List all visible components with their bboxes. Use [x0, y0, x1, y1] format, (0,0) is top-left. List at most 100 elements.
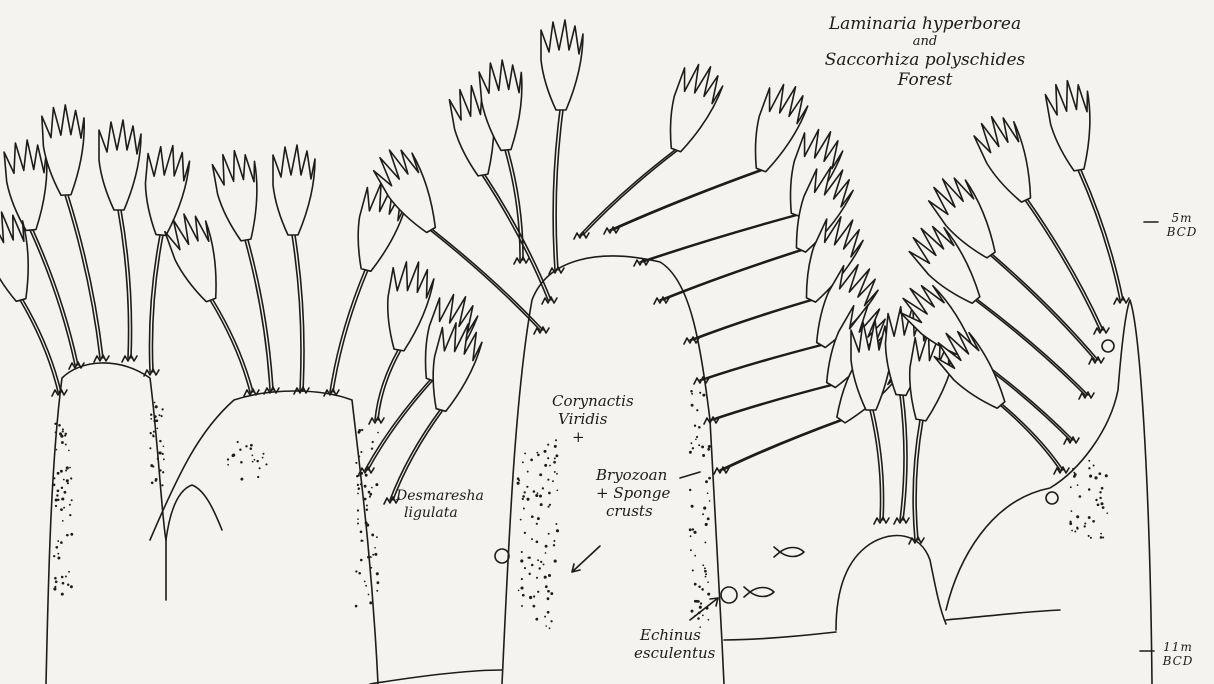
kelp-stipe [690, 300, 813, 340]
crust-stipple [64, 434, 66, 436]
crust-stipple [529, 596, 532, 599]
crust-stipple [521, 551, 523, 553]
crust-stipple [518, 479, 520, 481]
crust-stipple [538, 567, 540, 569]
crust-stipple [371, 567, 373, 569]
label-corynactis-line2: Viridis [552, 410, 634, 428]
sea-urchin-icon [495, 549, 509, 563]
crust-stipple [556, 473, 558, 475]
crust-stipple [704, 541, 706, 543]
crust-stipple [153, 431, 155, 433]
crust-stipple [706, 397, 708, 399]
crust-stipple [1105, 474, 1108, 477]
crust-stipple [526, 498, 529, 501]
crust-stipple [699, 392, 701, 394]
crust-stipple [708, 477, 711, 480]
crust-stipple [68, 450, 70, 452]
crust-stipple [57, 553, 59, 555]
label-corynactis-plus: + [552, 428, 634, 446]
crust-stipple [357, 523, 359, 525]
crust-stipple [708, 445, 711, 448]
crust-stipple [159, 440, 161, 442]
title-line-4: Forest [810, 70, 1040, 90]
crust-stipple [1107, 512, 1109, 514]
crust-stipple [520, 519, 522, 521]
crust-stipple [545, 552, 547, 554]
crust-stipple [259, 467, 261, 469]
crust-stipple [709, 500, 711, 502]
crust-stipple [262, 457, 264, 459]
crust-stipple [355, 605, 358, 608]
crust-stipple [543, 450, 546, 453]
crust-stipple [545, 545, 548, 548]
crust-stipple [544, 616, 546, 618]
crust-stipple [540, 495, 542, 497]
kelp-stipe [118, 210, 132, 358]
crust-stipple [531, 515, 534, 518]
crust-stipple [1093, 464, 1095, 466]
crust-stipple [552, 480, 554, 482]
crust-stipple [1076, 515, 1079, 518]
crust-stipple [369, 496, 371, 498]
crust-stipple [366, 505, 368, 507]
crust-stipple [360, 540, 362, 542]
crust-stipple [372, 554, 374, 556]
crust-stipple [250, 447, 253, 450]
crust-stipple [62, 430, 64, 432]
crust-stipple [520, 559, 523, 562]
crust-stipple [365, 585, 367, 587]
kelp-frond [970, 109, 1046, 208]
crust-stipple [54, 586, 56, 588]
crust-stipple [522, 461, 524, 463]
crust-stipple [62, 520, 64, 522]
crust-stipple [151, 482, 154, 485]
kelp-frond [541, 20, 583, 110]
crust-stipple [365, 474, 368, 477]
crust-stipple [690, 442, 692, 444]
crust-stipple [694, 555, 696, 557]
crust-stipple [1099, 497, 1101, 499]
crust-stipple [517, 482, 520, 485]
crust-stipple [53, 484, 56, 487]
crust-stipple [549, 504, 551, 506]
crust-stipple [63, 507, 65, 509]
crust-stipple [150, 464, 153, 467]
crust-stipple [1084, 525, 1086, 527]
crust-stipple [547, 457, 549, 459]
rock-crevice [166, 485, 222, 540]
crust-stipple [355, 462, 357, 464]
crust-stipple [535, 618, 538, 621]
crust-stipple [1088, 488, 1091, 491]
crust-stipple [155, 405, 158, 408]
crust-stipple [556, 529, 559, 532]
crust-stipple [371, 533, 374, 536]
crust-stipple [66, 534, 68, 536]
crust-stipple [62, 582, 65, 585]
crust-stipple [1070, 486, 1072, 488]
crust-stipple [159, 414, 161, 416]
crust-stipple [55, 546, 58, 549]
crust-stipple [58, 424, 61, 427]
kelp-frond [1044, 78, 1101, 174]
crust-stipple [66, 479, 69, 482]
crust-stipple [163, 445, 165, 447]
crust-stipple [53, 477, 55, 479]
fish-icon [774, 547, 804, 557]
crust-stipple [705, 523, 708, 526]
kelp-frond [273, 145, 315, 235]
crust-stipple [550, 592, 553, 595]
crust-stipple [540, 561, 542, 563]
crust-stipple [68, 571, 70, 573]
crust-stipple [371, 487, 373, 489]
kelp-stipe [149, 235, 163, 372]
crust-stipple [699, 606, 702, 609]
crust-stipple [364, 581, 366, 583]
sea-urchin-icon [1046, 492, 1058, 504]
crust-stipple [555, 454, 558, 457]
crust-stipple [1088, 516, 1091, 519]
crust-stipple [700, 602, 702, 604]
crust-stipple [71, 499, 73, 501]
kelp-holdfast [894, 517, 909, 524]
crust-stipple [549, 465, 551, 467]
crust-stipple [69, 514, 71, 516]
